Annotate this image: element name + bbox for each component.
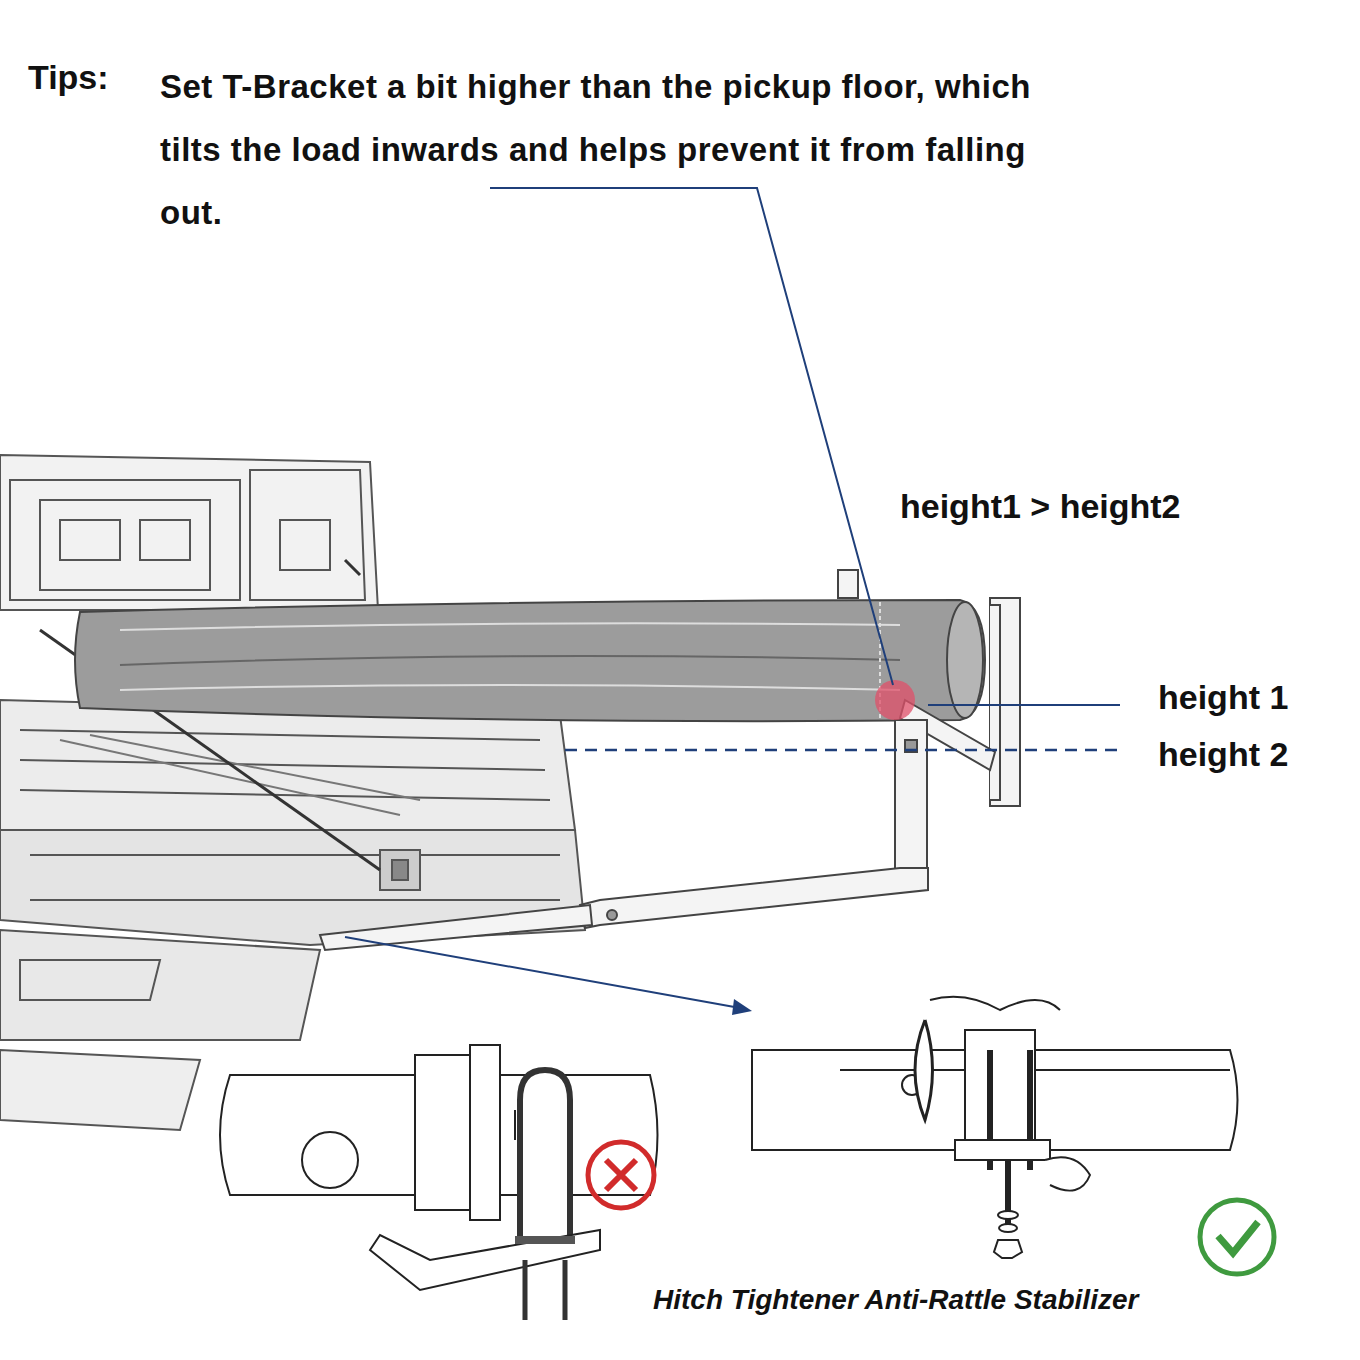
product-caption: Hitch Tightener Anti-Rattle Stabilizer [650,1284,1141,1316]
height-label: height 1 [1158,678,1288,717]
tips-heading: Tips: [28,58,109,97]
comparison-note: height1 > height2 [900,487,1181,526]
tip-note: Set T-Bracket a bit higher than the pick… [160,55,1090,244]
height-label: height 2 [1158,735,1288,774]
